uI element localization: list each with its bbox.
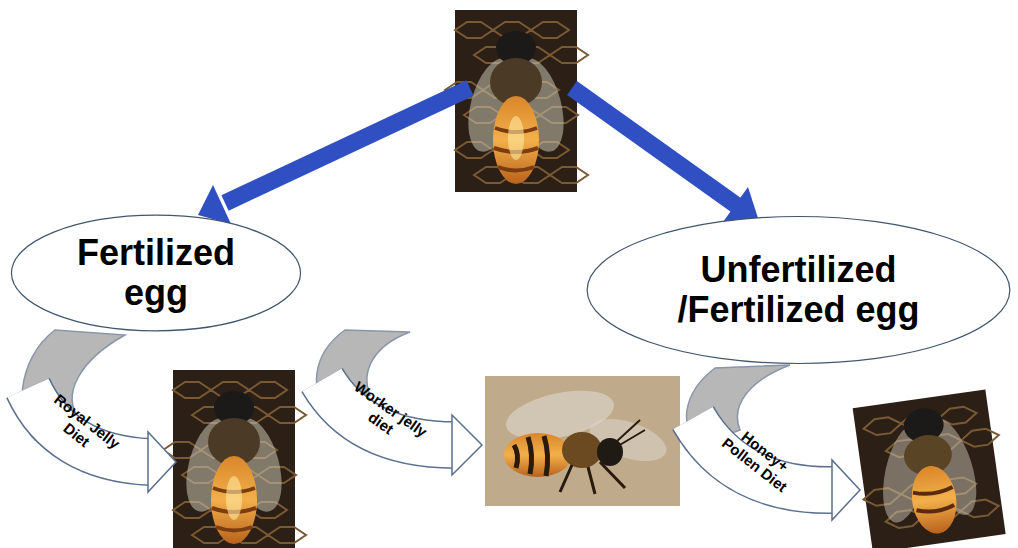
egg-ellipse: Unfertilized /Fertilized egg: [585, 215, 1012, 365]
egg-ellipse: Fertilized egg: [10, 214, 302, 332]
egg-type-text: Unfertilized /Fertilized egg: [649, 250, 949, 330]
text-holder: Unfertilized /Fertilized egg: [649, 250, 949, 330]
text-holder: Fertilized egg: [56, 233, 256, 313]
ellipse-content: Fertilized egg: [10, 214, 302, 332]
egg-type-text: Fertilized egg: [56, 233, 256, 313]
ellipse-content: Unfertilized /Fertilized egg: [585, 215, 1012, 365]
